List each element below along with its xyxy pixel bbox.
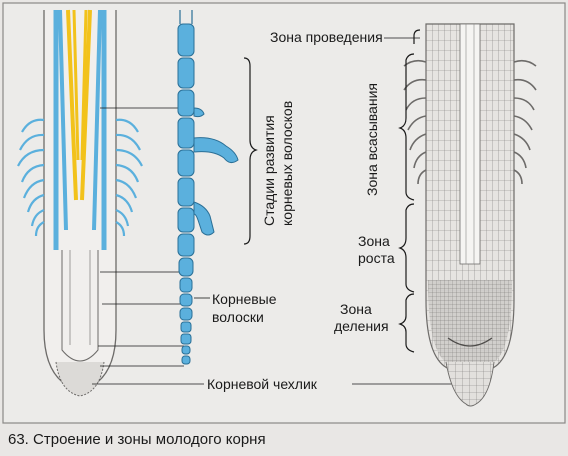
root-cap-label: Корневой чехлик bbox=[207, 376, 318, 392]
absorption-zone-label: Зона всасывания bbox=[364, 83, 380, 196]
root-hairs-label-line2: волоски bbox=[212, 309, 264, 325]
root-hair-cell-strand bbox=[177, 23, 239, 365]
root-hairs-left bbox=[17, 118, 143, 237]
zone-brackets bbox=[398, 29, 421, 353]
figure-caption: 63. Строение и зоны молодого корня bbox=[8, 431, 266, 448]
growth-zone-label-line2: роста bbox=[358, 250, 395, 266]
root-schematic bbox=[17, 9, 143, 397]
hair-stages-label-line1: Стадии развития bbox=[261, 115, 277, 226]
growth-zone-label-line1: Зона bbox=[358, 233, 390, 249]
root-tissue-section bbox=[403, 23, 537, 407]
connector-lines bbox=[98, 107, 184, 367]
root-cap-tissue bbox=[445, 361, 495, 407]
xylem-yellow bbox=[66, 9, 92, 201]
division-zone-label-line2: деления bbox=[334, 318, 389, 334]
conduction-zone-label: Зона проведения bbox=[270, 29, 383, 45]
hair-stages-bracket bbox=[243, 57, 258, 245]
root-hairs-tissue bbox=[403, 59, 537, 185]
division-zone-label-line1: Зона bbox=[340, 301, 372, 317]
root-hairs-label-line1: Корневые bbox=[212, 291, 277, 307]
vascular-tissue-blue bbox=[53, 10, 107, 250]
hair-stages-label-line2: корневых волосков bbox=[279, 101, 295, 226]
root-cap-schematic bbox=[55, 361, 105, 397]
